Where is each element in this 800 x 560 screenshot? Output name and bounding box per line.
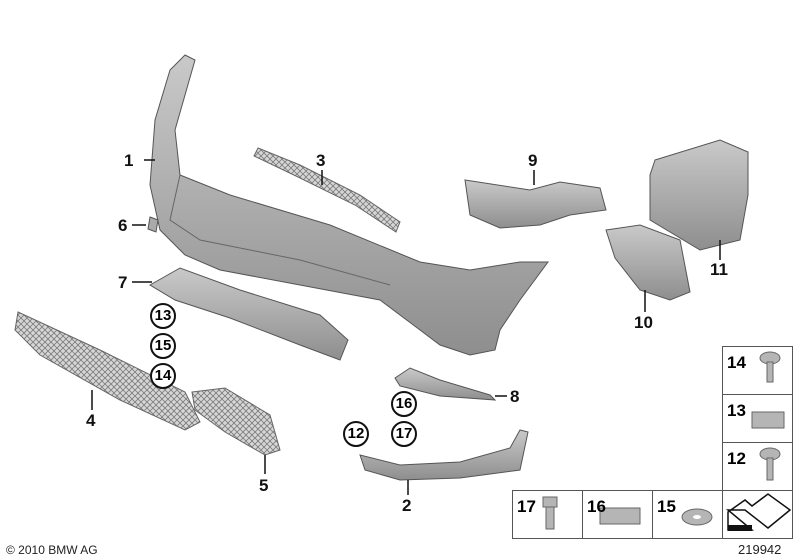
callout-8: 8 (510, 387, 520, 406)
trim-strip (394, 367, 497, 401)
circled-callout-17: 17 (391, 421, 417, 447)
cap-part (147, 216, 159, 233)
callout-2: 2 (402, 496, 412, 515)
copyright: © 2010 BMW AG (6, 543, 98, 557)
callout-7: 7 (118, 273, 128, 292)
fastener-box-17: 17 (512, 490, 583, 539)
callout-11: 11 (710, 260, 728, 279)
callout-1: 1 (124, 151, 134, 170)
callout-10: 10 (634, 313, 653, 332)
circled-callout-15: 15 (150, 333, 176, 359)
callout-9: 9 (528, 151, 538, 170)
callout-4: 4 (86, 411, 96, 430)
callout-3: 3 (316, 151, 326, 170)
diagram-number: 219942 (738, 542, 782, 557)
grille-strip (253, 147, 401, 233)
box-label: 17 (517, 497, 536, 516)
fastener-box-13: 13 (722, 394, 793, 443)
box-label: 14 (727, 353, 746, 372)
circled-callout-12: 12 (343, 421, 369, 447)
fastener-box-12: 12 (722, 442, 793, 491)
lower-grille (14, 311, 201, 431)
callout-6: 6 (118, 216, 128, 235)
box-label: 15 (657, 497, 676, 516)
front-spoiler (359, 429, 529, 481)
circled-callout-13: 13 (150, 303, 176, 329)
bumper-cover (149, 54, 549, 356)
box-label: 16 (587, 497, 606, 516)
box-label: 13 (727, 401, 746, 420)
underbody-panel (149, 267, 349, 361)
fastener-box-16: 16 (582, 490, 653, 539)
air-duct (464, 179, 607, 229)
box-label: 12 (727, 449, 746, 468)
side-grille (191, 387, 281, 456)
arrow-box (722, 490, 793, 539)
clip-nut-icon (599, 507, 641, 525)
air-duct-box (649, 139, 749, 251)
fastener-box-15: 15 (652, 490, 723, 539)
fastener-box-14: 14 (722, 346, 793, 395)
vent-trim (605, 224, 691, 301)
nut-clip-icon (751, 411, 785, 429)
circled-callout-16: 16 (391, 391, 417, 417)
circled-callout-14: 14 (150, 363, 176, 389)
callout-5: 5 (259, 476, 269, 495)
